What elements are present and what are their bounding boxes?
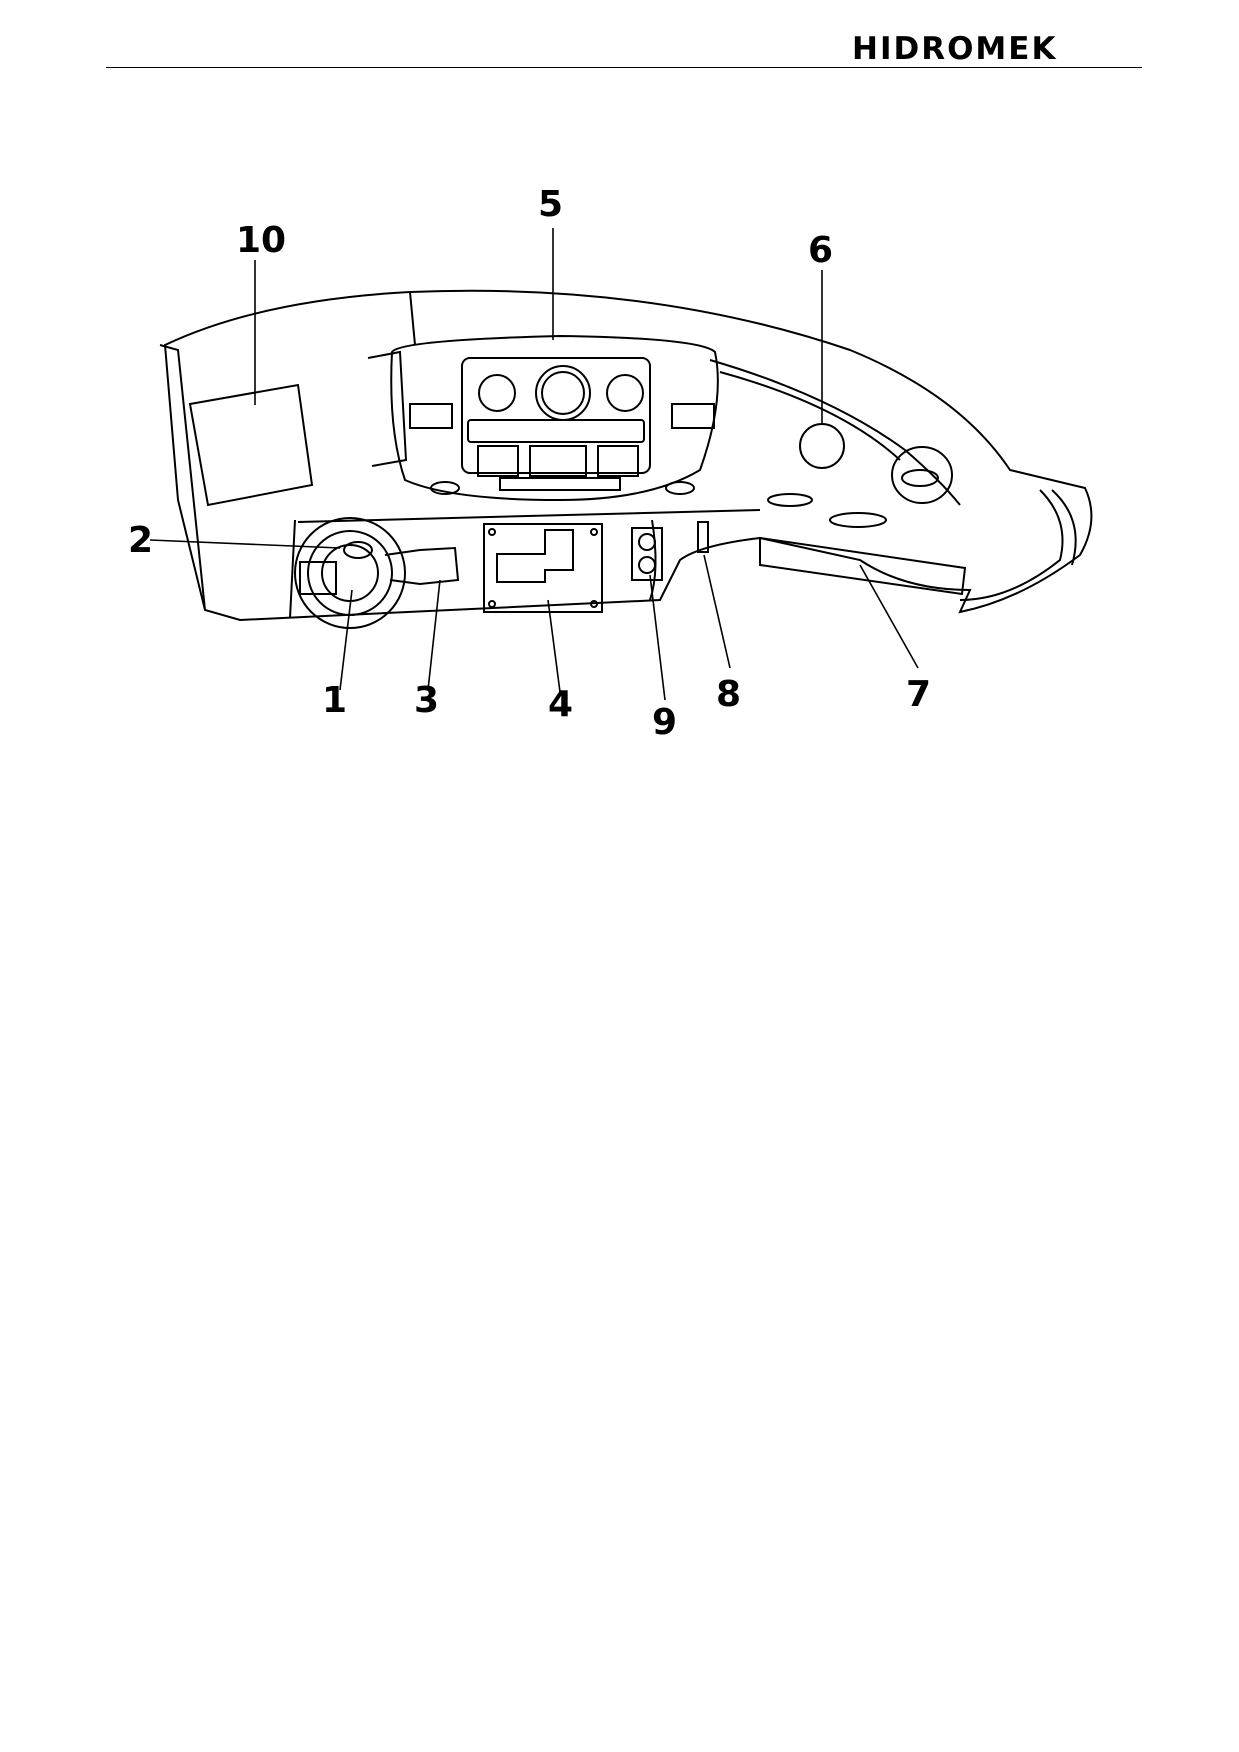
side-vent (767, 446, 953, 528)
dashboard-drawing: 1 2 3 4 5 6 7 8 9 10 (128, 184, 1093, 743)
round-vent (799, 423, 845, 469)
callout-8: 8 (716, 674, 741, 715)
instrument-cluster (390, 334, 719, 502)
header-divider (106, 67, 1142, 68)
hidromek-logo: HIDROMEK (850, 28, 1132, 62)
gear-plate (483, 523, 603, 613)
callout-7: 7 (906, 674, 931, 715)
callout-2: 2 (128, 520, 153, 561)
dashboard-diagram: 1 2 3 4 5 6 7 8 9 10 (0, 0, 1239, 760)
callout-10: 10 (236, 220, 286, 261)
callout-9: 9 (652, 702, 677, 743)
callout-6: 6 (808, 230, 833, 271)
callout-5: 5 (538, 184, 563, 225)
callout-3: 3 (414, 680, 439, 721)
brand-name: HIDROMEK (852, 31, 1057, 62)
dashboard-outline (159, 289, 1093, 622)
switch-group (631, 521, 709, 581)
callout-4: 4 (548, 684, 573, 725)
callout-1: 1 (322, 680, 347, 721)
leader-lines (149, 228, 919, 701)
